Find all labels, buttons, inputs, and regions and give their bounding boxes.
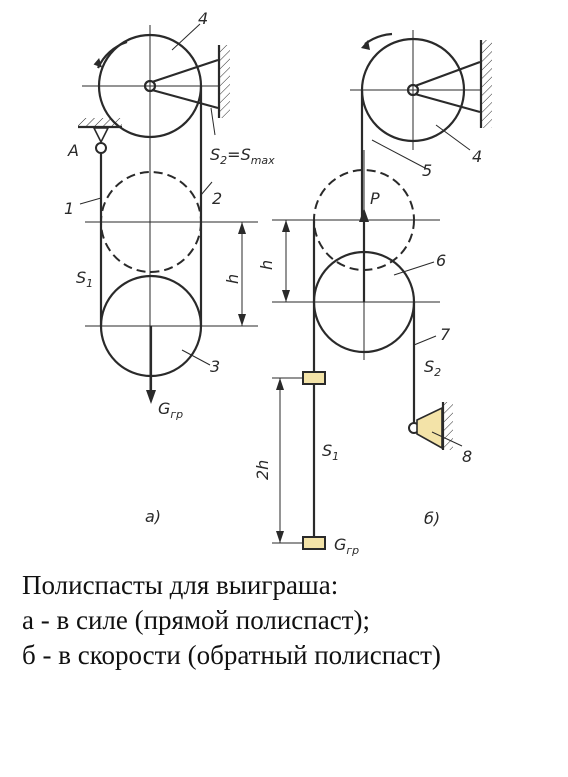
label-h-b: h [257, 260, 276, 270]
bracket-arm-bottom [151, 88, 219, 110]
caption-a: а) [145, 507, 161, 526]
label-G-b: Gгр [334, 535, 359, 557]
label-4-a: 4 [198, 9, 208, 28]
label-7-b: 7 [440, 325, 451, 344]
anchor-a [78, 118, 122, 154]
rotation-arrow-a [96, 40, 128, 69]
label-A: A [67, 141, 79, 160]
label-8-b: 8 [462, 447, 472, 466]
rotation-arrow-b [364, 32, 393, 45]
pulley-diagrams: 4 A S2=Smax 1 2 S1 h 3 Gгр а) [64, 9, 492, 557]
load-block-top [302, 371, 326, 385]
h-dimension-a [238, 222, 246, 326]
label-P: P [370, 189, 380, 208]
figure-caption: Полиспасты для выиграша: а - в силе (пря… [22, 568, 552, 673]
label-S2-b: S2 [424, 357, 441, 379]
h-dimension-b [282, 220, 290, 302]
label-2h-b: 2h [253, 460, 272, 480]
caption-line-1: Полиспасты для выиграша: [22, 570, 339, 600]
caption-line-3: б - в скорости (обратный полиспаст) [22, 640, 441, 670]
load-block-bottom [302, 536, 326, 550]
wall-b [479, 40, 492, 128]
label-G-a: Gгр [158, 399, 183, 421]
label-1-a: 1 [64, 199, 74, 218]
diagram-a: 4 A S2=Smax 1 2 S1 h 3 Gгр а) [64, 9, 275, 526]
anchor-8 [408, 402, 453, 450]
caption-line-2: а - в силе (прямой полиспаст); [22, 605, 370, 635]
label-6-b: 6 [436, 251, 446, 270]
diagram-b: 4 5 P h 6 7 S2 S1 2h 8 Gгр б) [253, 30, 492, 557]
caption-b: б) [424, 509, 440, 528]
label-2-a: 2 [212, 189, 222, 208]
wall-a [217, 45, 230, 118]
label-5-b: 5 [422, 161, 432, 180]
label-S1-b: S1 [322, 441, 339, 463]
bracket-arm-top [151, 58, 219, 84]
2h-dimension-b [272, 377, 303, 544]
label-h-a: h [223, 274, 242, 284]
label-4-b: 4 [472, 147, 482, 166]
label-3-a: 3 [210, 357, 220, 376]
label-S1-a: S1 [76, 268, 93, 290]
label-S2-a: S2=Smax [210, 145, 275, 167]
